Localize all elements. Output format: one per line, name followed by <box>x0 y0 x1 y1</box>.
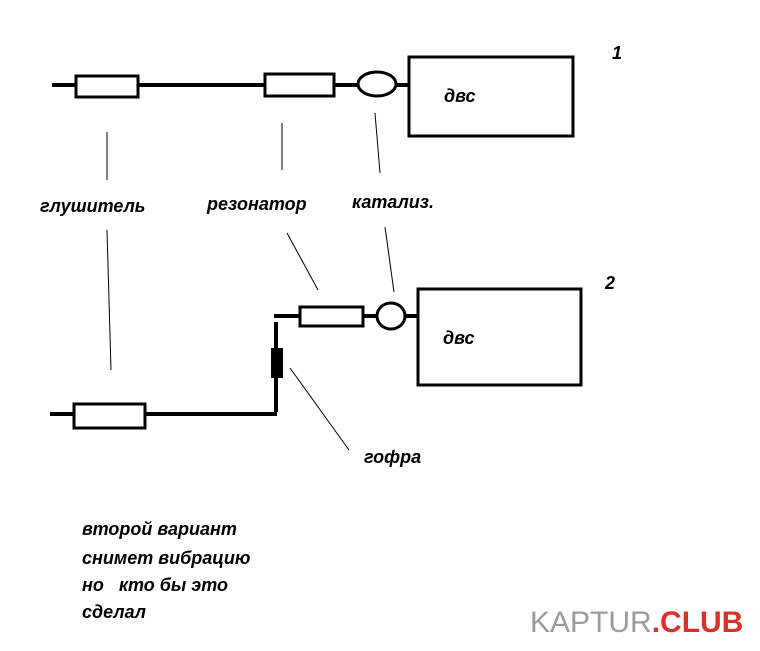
variant-2-number: 2 <box>604 273 615 293</box>
note-line-4: сделал <box>82 602 146 622</box>
leader-catalyst-bottom <box>384 226 395 293</box>
watermark-part-2: .CLUB <box>652 606 744 639</box>
resonator-bottom <box>298 305 365 328</box>
catalyst-top <box>356 70 398 98</box>
note-line-3: но кто бы это <box>82 575 228 595</box>
leader-resonator-bottom <box>286 232 319 291</box>
label-corrugation: гофра <box>364 447 421 467</box>
catalyst-bottom <box>375 301 407 331</box>
engine-top-label: двс <box>444 86 476 106</box>
watermark: KAPTUR.CLUB <box>530 606 743 639</box>
resonator-top <box>263 72 336 98</box>
note-line-2: снимет вибрацию <box>82 548 250 568</box>
note-line-1: второй вариант <box>82 519 237 539</box>
label-catalyst: катализ. <box>352 192 434 212</box>
corrugation-bellows <box>271 348 283 378</box>
leader-muffler-bottom <box>106 229 112 371</box>
variant-1-number: 1 <box>612 43 622 63</box>
label-resonator: резонатор <box>206 194 307 214</box>
muffler-top <box>74 74 140 99</box>
label-muffler: глушитель <box>40 196 145 216</box>
engine-bottom <box>416 287 583 387</box>
watermark-part-1: KAPTUR <box>530 606 652 639</box>
leader-corrugation <box>289 367 350 451</box>
engine-top <box>407 55 575 138</box>
muffler-bottom <box>72 402 147 430</box>
engine-bottom-label: двс <box>443 328 475 348</box>
leader-catalyst-top <box>374 112 381 174</box>
